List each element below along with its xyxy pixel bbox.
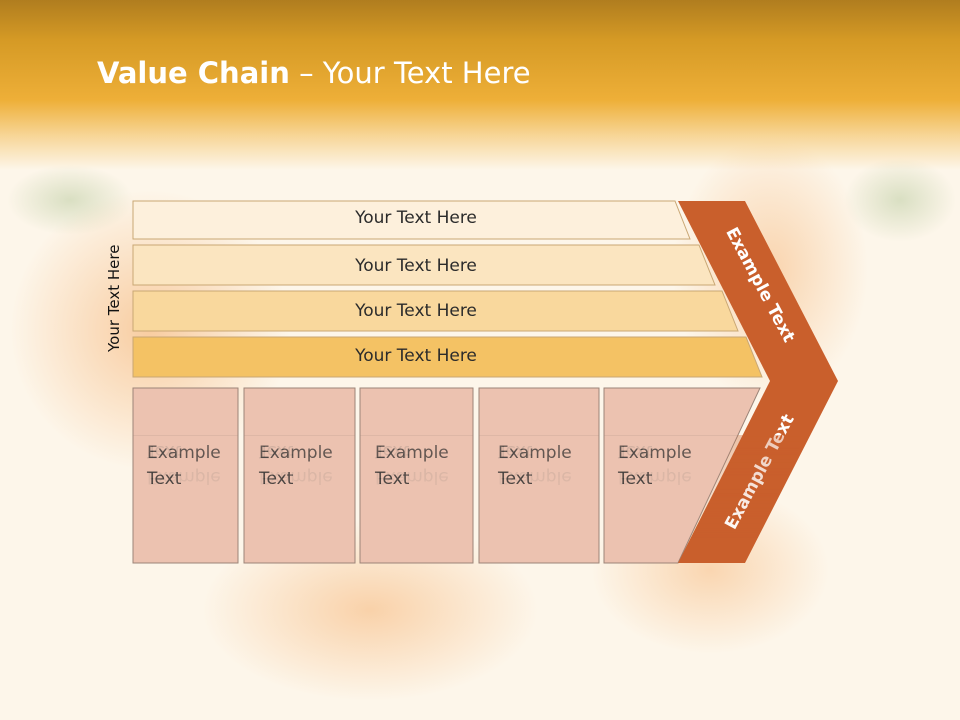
box-text-3-line2: Text bbox=[375, 469, 409, 489]
row-bar-3 bbox=[132, 290, 739, 332]
activity-box-4 bbox=[478, 387, 600, 564]
activity-box-3 bbox=[359, 387, 474, 564]
row-bar-2 bbox=[132, 244, 716, 286]
box-text-5-line1: Example bbox=[618, 443, 692, 463]
box-text-1-line2: Text bbox=[147, 469, 181, 489]
box-text-2-line1: Example bbox=[259, 443, 333, 463]
box-text-4-line1: Example bbox=[498, 443, 572, 463]
box-text-3-line1: Example bbox=[375, 443, 449, 463]
title-rest: – Your Text Here bbox=[289, 56, 531, 90]
activity-box-1 bbox=[132, 387, 239, 564]
row-label-2: Your Text Here bbox=[355, 256, 477, 276]
chevron-upper bbox=[678, 201, 838, 381]
box-text-1-line1: Example bbox=[147, 443, 221, 463]
slide-title: Value Chain – Your Text Here bbox=[97, 56, 531, 90]
chevron-lower bbox=[678, 381, 838, 563]
box-text-2-line2: Text bbox=[259, 469, 293, 489]
activity-box-2 bbox=[243, 387, 356, 564]
row-label-1: Your Text Here bbox=[355, 208, 477, 228]
row-bar-1 bbox=[132, 200, 691, 240]
title-bold: Value Chain bbox=[97, 56, 290, 90]
box-text-5-line2: Text bbox=[618, 469, 652, 489]
row-bar-4 bbox=[132, 336, 763, 378]
box-text-4-line2: Text bbox=[498, 469, 532, 489]
row-label-4: Your Text Here bbox=[355, 346, 477, 366]
header-band bbox=[0, 0, 960, 170]
row-label-3: Your Text Here bbox=[355, 301, 477, 321]
